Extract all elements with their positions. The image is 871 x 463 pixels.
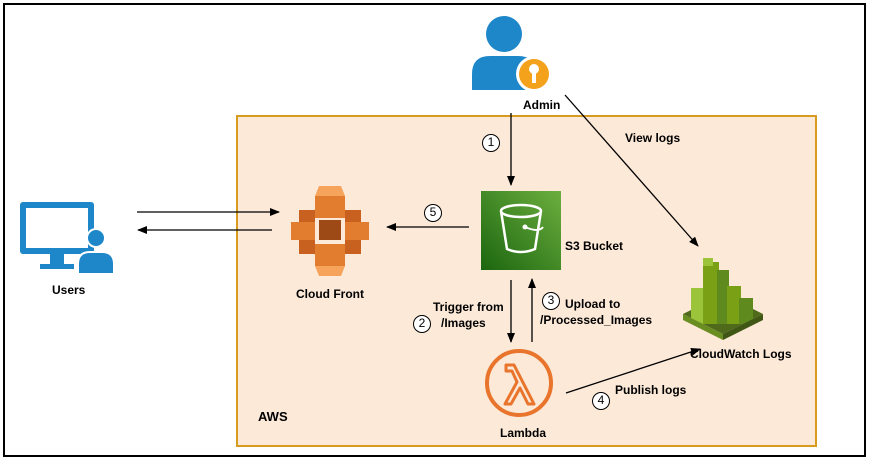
computer-user-icon	[20, 202, 115, 275]
step-4-badge: 4	[592, 392, 610, 410]
upload-label-line1: Upload to	[565, 297, 621, 311]
s3-label: S3 Bucket	[565, 239, 624, 253]
diagram-frame	[3, 3, 866, 457]
cloudwatch-label: CloudWatch Logs	[690, 347, 792, 361]
cloudwatch-icon	[683, 258, 763, 340]
cloudfront-label: Cloud Front	[296, 287, 364, 301]
lambda-label: Lambda	[500, 426, 547, 440]
view-logs-label: View logs	[625, 131, 681, 145]
publish-logs-label: Publish logs	[615, 383, 687, 397]
step-5-badge: 5	[424, 204, 442, 222]
cloudfront-icon	[291, 186, 369, 276]
users-label: Users	[52, 283, 86, 297]
lambda-icon	[485, 349, 553, 417]
admin-user-key-icon	[472, 16, 552, 92]
step-2-badge: 2	[413, 315, 431, 333]
step-1-badge: 1	[482, 134, 500, 152]
s3-bucket-icon	[481, 191, 561, 270]
arrow-lambda-to-cloudwatch	[565, 348, 701, 394]
step-3-badge: 3	[542, 292, 560, 310]
trigger-label-line1: Trigger from	[433, 300, 504, 314]
arrow-admin-to-cloudwatch	[564, 94, 699, 247]
admin-label: Admin	[523, 98, 561, 112]
upload-label-line2: /Processed_Images	[540, 313, 653, 327]
aws-label: AWS	[258, 409, 288, 424]
trigger-label-line2: /Images	[441, 316, 486, 330]
